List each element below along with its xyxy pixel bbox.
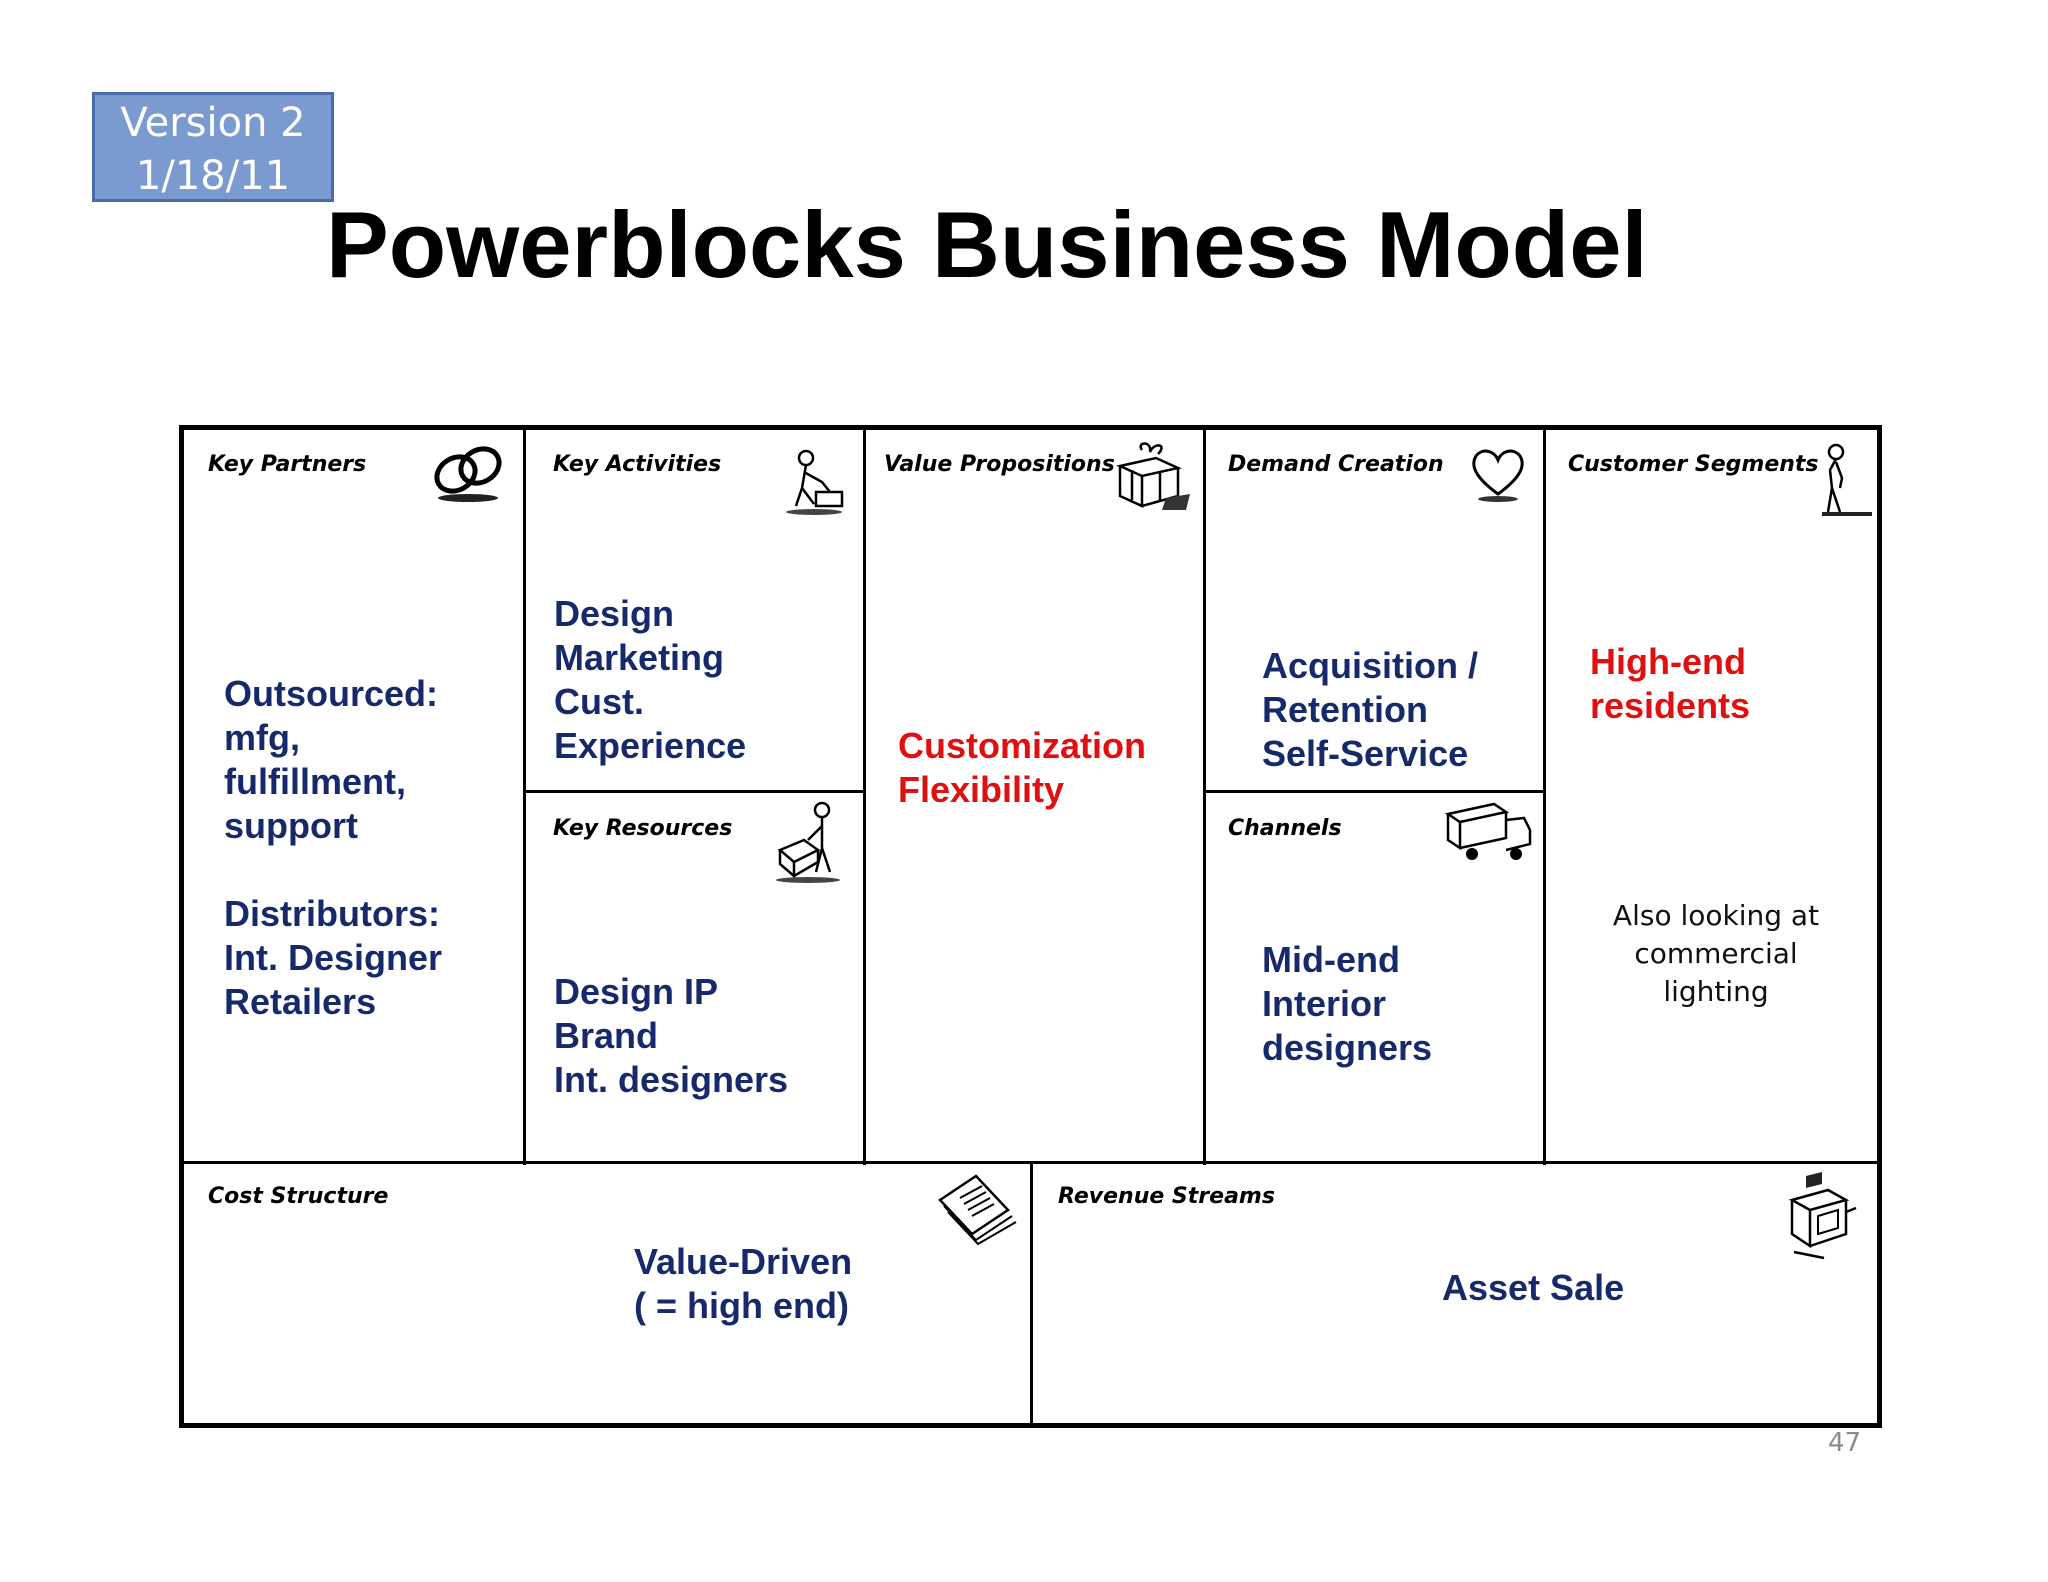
customer-segments-line: residents bbox=[1590, 685, 1751, 726]
page-number: 47 bbox=[1828, 1428, 1862, 1458]
key-partners-line: fulfillment, bbox=[224, 761, 406, 802]
customer-segments-line: High-end bbox=[1590, 641, 1746, 682]
divider-value-demand bbox=[1203, 428, 1206, 1165]
key-activities-line: Cust. bbox=[554, 681, 644, 722]
channels-line: designers bbox=[1262, 1027, 1433, 1068]
key-partners-line: Int. Designer bbox=[224, 937, 443, 978]
page-title: Powerblocks Business Model bbox=[326, 192, 1648, 297]
version-badge: Version 2 1/18/11 bbox=[92, 92, 334, 202]
demand-creation-label: Demand Creation bbox=[1228, 452, 1444, 477]
customer-segments-note-line: commercial bbox=[1634, 937, 1798, 970]
customer-segments-note-line: Also looking at bbox=[1612, 899, 1820, 932]
version-label: Version 2 bbox=[120, 100, 306, 146]
key-resources-line: Int. designers bbox=[554, 1059, 789, 1100]
chain-link-icon bbox=[428, 440, 508, 504]
divider-activities-resources bbox=[525, 790, 865, 793]
heart-icon bbox=[1468, 444, 1528, 504]
standing-person-icon bbox=[1816, 442, 1876, 520]
gift-box-icon bbox=[1112, 440, 1192, 512]
cash-register-icon bbox=[1784, 1172, 1860, 1262]
key-partners-line: Distributors: bbox=[224, 893, 440, 934]
worker-icon bbox=[778, 448, 848, 518]
customer-segments-note: Also looking at commercial lighting bbox=[1596, 897, 1836, 1011]
value-propositions-line: Flexibility bbox=[898, 769, 1065, 810]
key-partners-line: Outsourced: bbox=[224, 673, 439, 714]
key-partners-label: Key Partners bbox=[208, 452, 367, 477]
key-partners-line: support bbox=[224, 805, 358, 846]
value-propositions-label: Value Propositions bbox=[884, 452, 1115, 477]
customer-segments-note-line: lighting bbox=[1663, 975, 1769, 1008]
key-activities-text: Design Marketing Cust. Experience bbox=[554, 592, 746, 768]
receipt-icon bbox=[930, 1170, 1022, 1246]
key-partners-line: mfg, bbox=[224, 717, 300, 758]
version-date: 1/18/11 bbox=[135, 153, 291, 199]
demand-creation-line: Self-Service bbox=[1262, 733, 1469, 774]
person-with-machine-icon bbox=[774, 800, 846, 884]
demand-creation-line: Retention bbox=[1262, 689, 1428, 730]
divider-demand-segments bbox=[1543, 428, 1546, 1165]
key-partners-line: Retailers bbox=[224, 981, 377, 1022]
key-partners-distributors: Distributors: Int. Designer Retailers bbox=[224, 892, 442, 1024]
divider-partners-activities bbox=[523, 428, 526, 1165]
value-propositions-line: Customization bbox=[898, 725, 1146, 766]
channels-line: Mid-end bbox=[1262, 939, 1400, 980]
value-propositions-text: Customization Flexibility bbox=[898, 724, 1146, 812]
demand-creation-line: Acquisition / bbox=[1262, 645, 1478, 686]
cost-structure-line: ( = high end) bbox=[634, 1285, 849, 1326]
divider-demand-channels bbox=[1205, 790, 1545, 793]
divider-cost-revenue bbox=[1030, 1163, 1033, 1425]
customer-segments-label: Customer Segments bbox=[1568, 452, 1819, 477]
divider-top-bottom bbox=[182, 1161, 1879, 1164]
truck-icon bbox=[1444, 800, 1534, 870]
key-resources-line: Brand bbox=[554, 1015, 659, 1056]
revenue-streams-line: Asset Sale bbox=[1442, 1267, 1625, 1308]
key-resources-label: Key Resources bbox=[553, 816, 733, 841]
key-activities-label: Key Activities bbox=[553, 452, 722, 477]
key-resources-text: Design IP Brand Int. designers bbox=[554, 970, 788, 1102]
channels-line: Interior bbox=[1262, 983, 1387, 1024]
key-activities-line: Marketing bbox=[554, 637, 725, 678]
key-partners-text: Outsourced: mfg, fulfillment, support bbox=[224, 672, 438, 848]
key-activities-line: Design bbox=[554, 593, 675, 634]
revenue-streams-label: Revenue Streams bbox=[1058, 1184, 1275, 1209]
key-resources-line: Design IP bbox=[554, 971, 719, 1012]
cost-structure-label: Cost Structure bbox=[208, 1184, 389, 1209]
channels-text: Mid-end Interior designers bbox=[1262, 938, 1432, 1070]
divider-activities-value bbox=[863, 428, 866, 1165]
cost-structure-line: Value-Driven bbox=[634, 1241, 853, 1282]
demand-creation-text: Acquisition / Retention Self-Service bbox=[1262, 644, 1478, 776]
key-activities-line: Experience bbox=[554, 725, 747, 766]
cost-structure-text: Value-Driven ( = high end) bbox=[634, 1240, 852, 1328]
customer-segments-text: High-end residents bbox=[1590, 640, 1750, 728]
revenue-streams-text: Asset Sale bbox=[1442, 1266, 1624, 1310]
channels-label: Channels bbox=[1228, 816, 1342, 841]
